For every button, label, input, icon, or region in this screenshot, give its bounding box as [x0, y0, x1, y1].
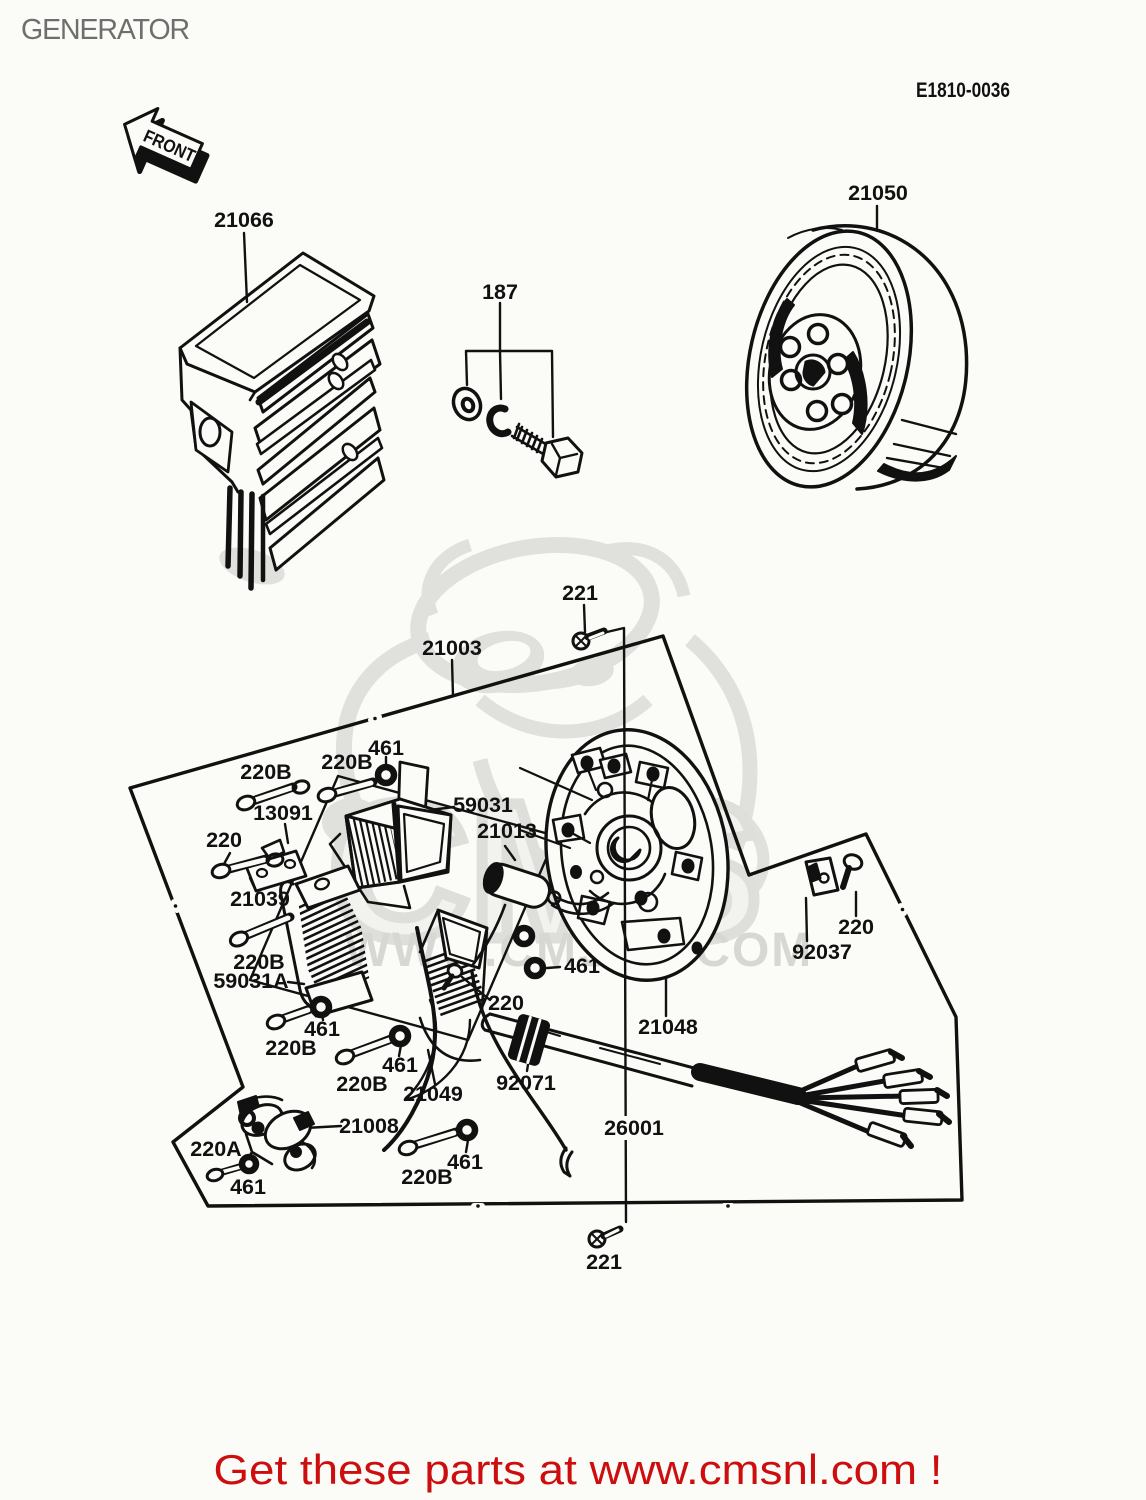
svg-text:461: 461 — [564, 954, 600, 978]
svg-text:220B: 220B — [240, 760, 291, 784]
svg-text:GENERATOR: GENERATOR — [21, 14, 190, 46]
svg-text:221: 221 — [562, 581, 598, 605]
svg-text:220B: 220B — [265, 1036, 316, 1060]
svg-text:13091: 13091 — [253, 801, 313, 825]
svg-text:220A: 220A — [190, 1137, 241, 1161]
svg-text:21039: 21039 — [230, 887, 290, 911]
svg-text:461: 461 — [368, 736, 404, 760]
svg-text:21049: 21049 — [403, 1082, 463, 1106]
svg-text:92037: 92037 — [792, 940, 852, 964]
svg-text:461: 461 — [447, 1150, 483, 1174]
svg-text:21066: 21066 — [214, 208, 274, 232]
svg-text:461: 461 — [304, 1017, 340, 1041]
svg-text:220B: 220B — [401, 1165, 452, 1189]
svg-text:461: 461 — [382, 1053, 418, 1077]
svg-text:21013: 21013 — [477, 819, 537, 843]
svg-text:92071: 92071 — [496, 1071, 556, 1095]
svg-text:220: 220 — [838, 915, 874, 939]
svg-text:220: 220 — [206, 828, 242, 852]
svg-text:461: 461 — [230, 1175, 266, 1199]
svg-text:220: 220 — [488, 991, 524, 1015]
svg-text:21008: 21008 — [339, 1114, 399, 1138]
svg-text:220B: 220B — [321, 750, 372, 774]
svg-text:21050: 21050 — [848, 181, 908, 205]
svg-text:59031: 59031 — [453, 793, 513, 817]
svg-text:Get these parts at www.cmsnl.c: Get these parts at www.cmsnl.com ! — [214, 1446, 943, 1493]
svg-text:220B: 220B — [233, 950, 284, 974]
svg-text:21003: 21003 — [422, 636, 482, 660]
svg-text:21048: 21048 — [638, 1015, 698, 1039]
svg-text:187: 187 — [482, 280, 518, 304]
svg-text:26001: 26001 — [604, 1116, 664, 1140]
svg-text:59031A: 59031A — [213, 969, 288, 993]
svg-text:220B: 220B — [336, 1072, 387, 1096]
svg-text:E1810-0036: E1810-0036 — [916, 78, 1010, 102]
svg-text:221: 221 — [586, 1250, 622, 1274]
